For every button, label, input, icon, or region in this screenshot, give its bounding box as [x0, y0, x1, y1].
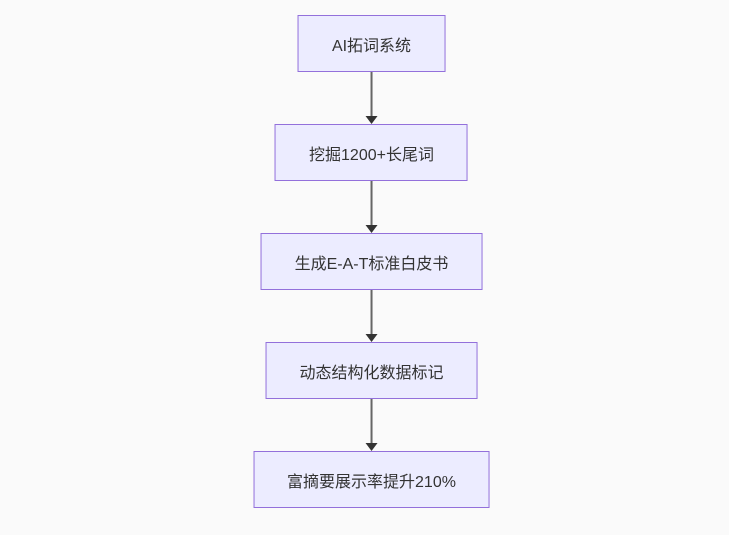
arrowhead-down-icon	[365, 116, 378, 124]
flow-edge-1	[365, 72, 378, 124]
flow-node-3-label: 生成E-A-T标准白皮书	[294, 255, 449, 273]
arrowhead-down-icon	[365, 334, 378, 342]
flow-node-1-label: AI拓词系统	[331, 37, 412, 55]
flow-edge-3	[365, 290, 378, 342]
flow-node-3: 生成E-A-T标准白皮书	[260, 233, 483, 290]
flow-node-5-label: 富摘要展示率提升210%	[287, 473, 456, 491]
edge-line	[370, 181, 373, 225]
flow-node-2: 挖掘1200+长尾词	[275, 124, 468, 181]
flow-node-4-label: 动态结构化数据标记	[299, 364, 444, 382]
flow-edge-4	[365, 399, 378, 451]
edge-line	[370, 72, 373, 116]
arrowhead-down-icon	[365, 443, 378, 451]
arrowhead-down-icon	[365, 225, 378, 233]
flow-edge-2	[365, 181, 378, 233]
flow-node-4: 动态结构化数据标记	[265, 342, 478, 399]
edge-line	[370, 290, 373, 334]
edge-line	[370, 399, 373, 443]
flow-node-1: AI拓词系统	[297, 15, 446, 72]
flowchart: AI拓词系统 挖掘1200+长尾词 生成E-A-T标准白皮书 动态结构化数据标记	[253, 15, 490, 508]
flow-node-5: 富摘要展示率提升210%	[253, 451, 490, 508]
flow-node-2-label: 挖掘1200+长尾词	[309, 146, 434, 164]
